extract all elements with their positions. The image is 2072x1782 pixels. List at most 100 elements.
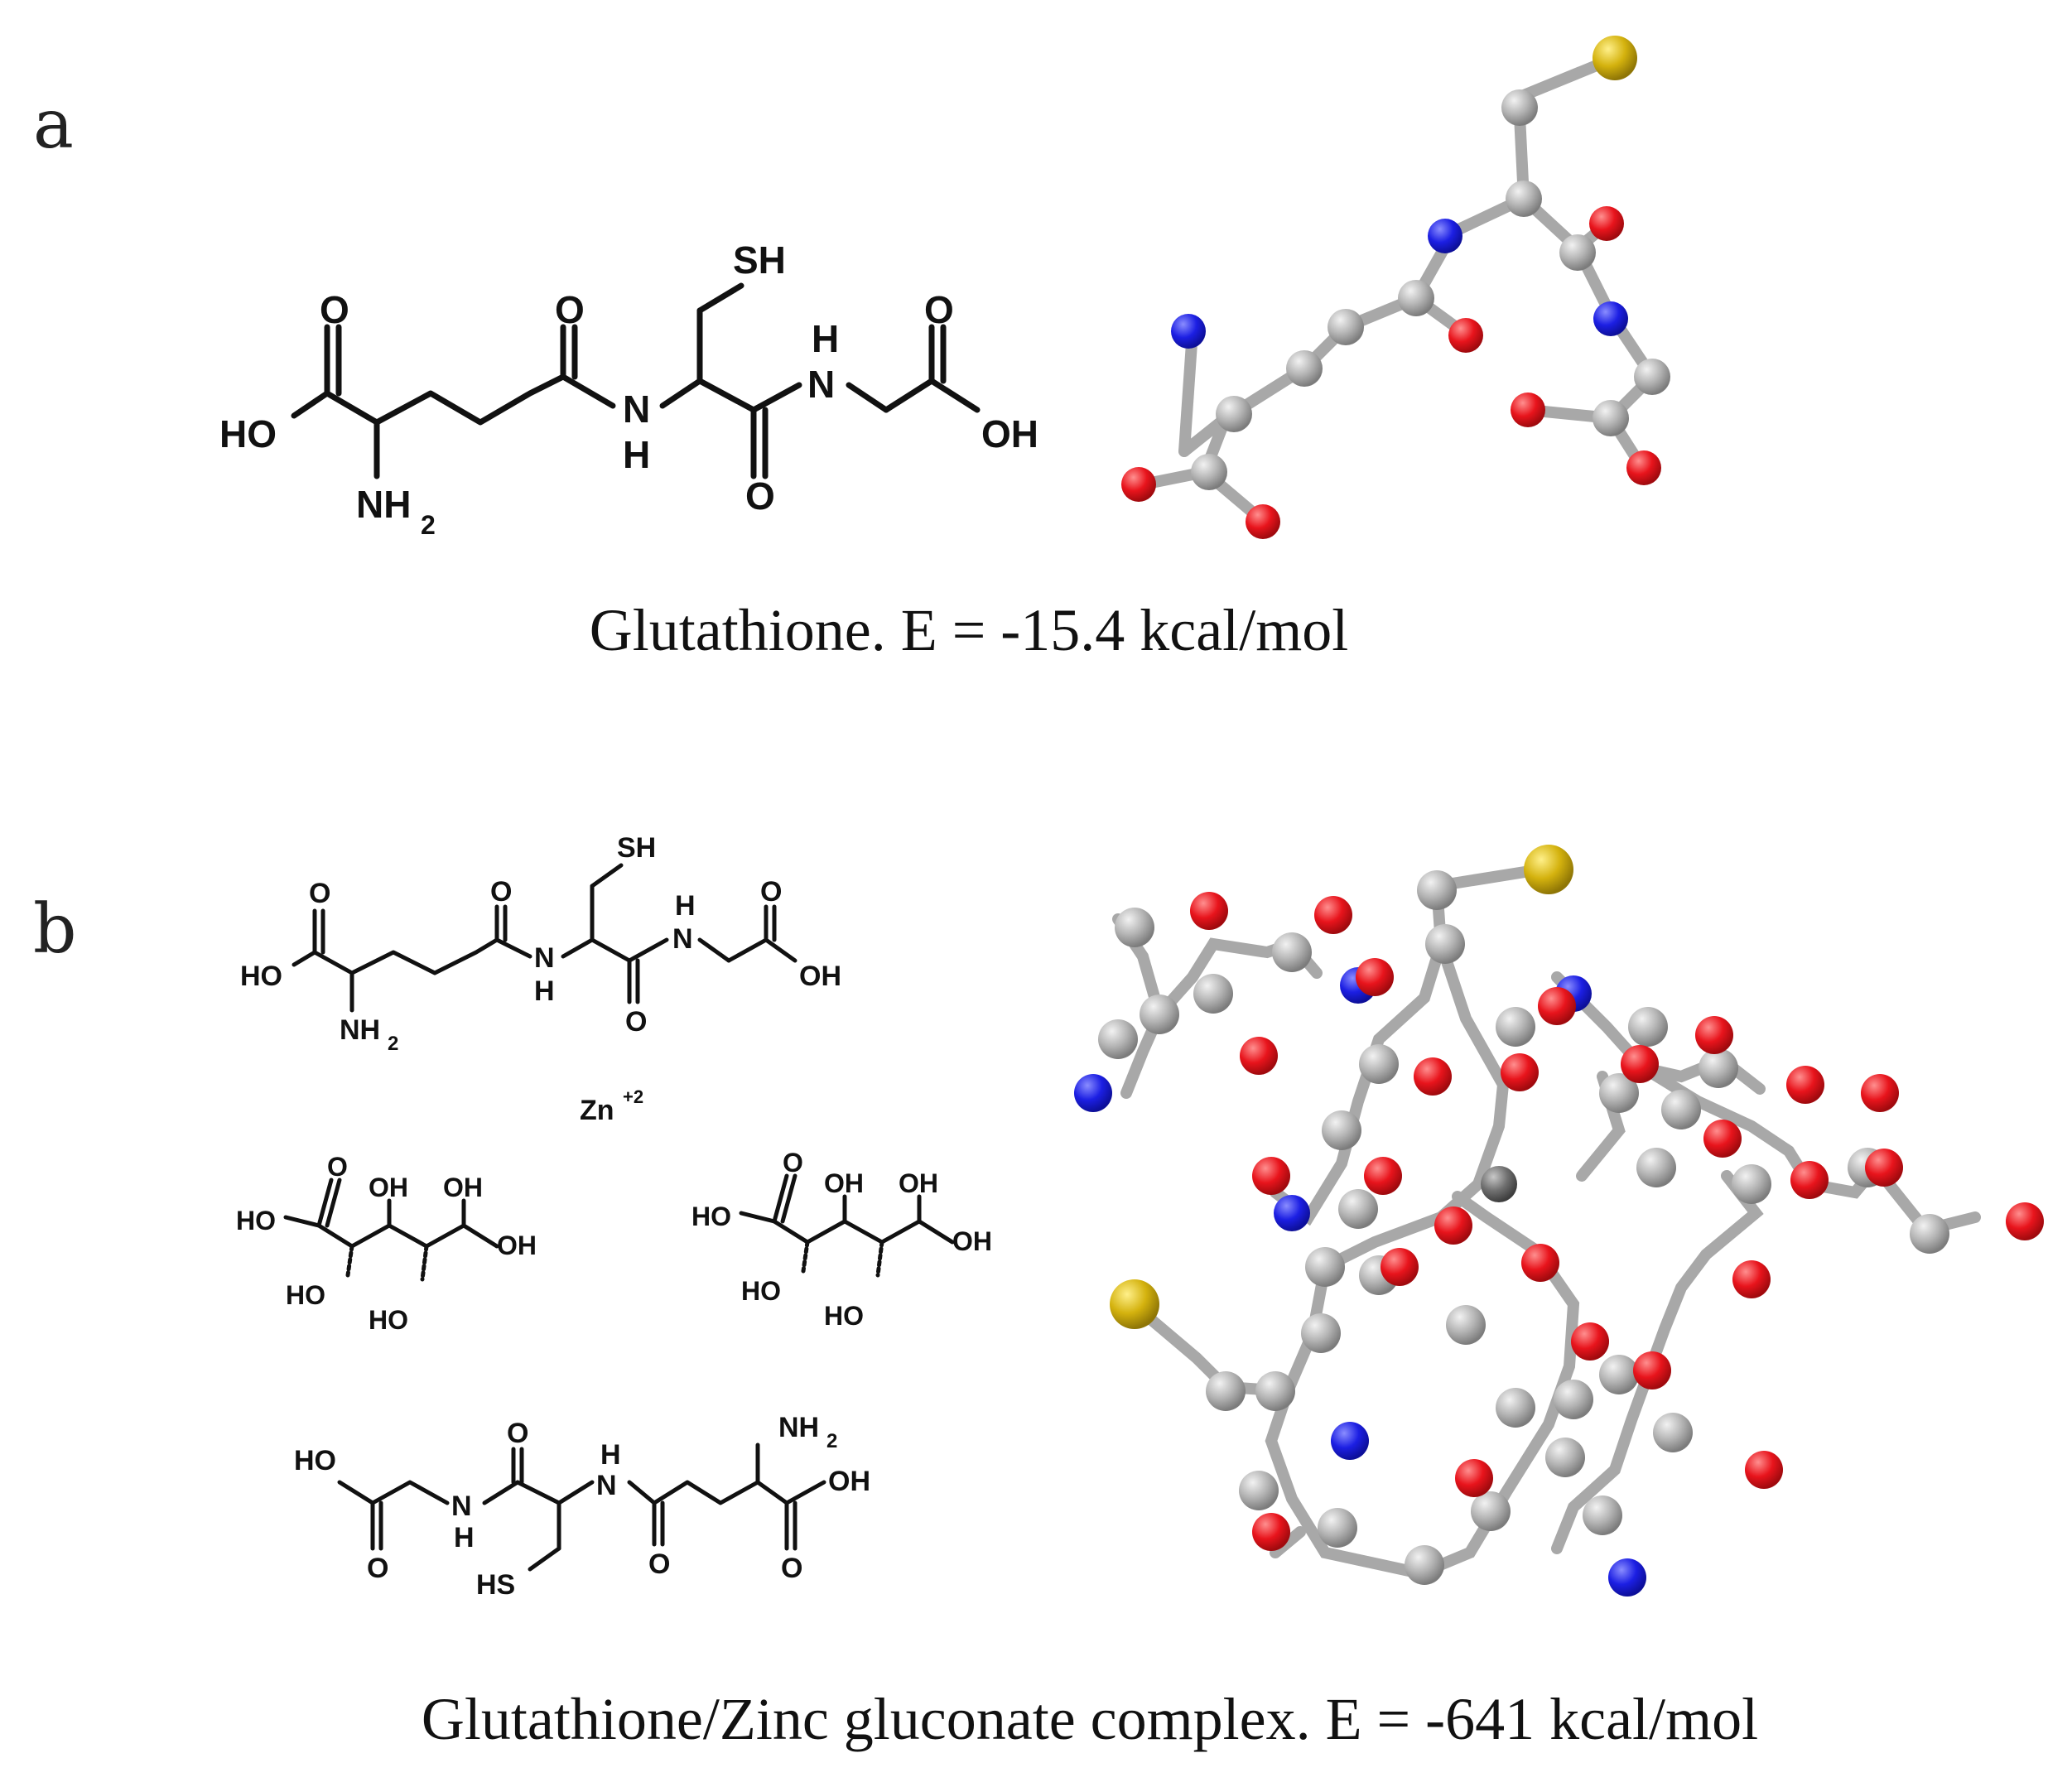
atom-sulfur (1593, 36, 1637, 80)
atom-carbon (1328, 309, 1364, 345)
skel-label-h-amide2: H (812, 317, 839, 360)
gluconate-label: OH (952, 1226, 992, 1256)
atoms-a (1121, 36, 1670, 539)
skel-label-oh: OH (981, 412, 1038, 455)
skel-b-label: O (760, 876, 782, 908)
skel-b-label: 2 (388, 1033, 398, 1055)
atom-oxygen (1790, 1161, 1829, 1199)
atom-oxygen (1589, 206, 1624, 241)
skel-b2-label: O (367, 1553, 388, 1584)
atom-carbon (1206, 1371, 1246, 1411)
gluconate-label: HO (741, 1276, 781, 1306)
atom-carbon (1318, 1508, 1357, 1548)
atom-oxygen (1745, 1451, 1783, 1489)
atom-sulfur (1110, 1279, 1159, 1329)
gluconate-label: HO (236, 1206, 276, 1235)
atom-carbon (1338, 1189, 1378, 1229)
atom-carbon (1583, 1495, 1622, 1535)
atom-oxygen (1521, 1244, 1559, 1282)
skel-b-label: O (625, 1006, 647, 1038)
atom-nitrogen (1074, 1074, 1112, 1112)
atom-carbon (1417, 870, 1457, 910)
atom-carbon (1653, 1413, 1693, 1452)
atom-nitrogen (1593, 301, 1628, 336)
atom-oxygen (1434, 1206, 1472, 1245)
atom-oxygen (1626, 450, 1661, 485)
complex-ball-and-stick (1074, 845, 2044, 1597)
gluconate-label: OH (899, 1168, 938, 1198)
skeletal-bonds (291, 282, 981, 479)
atom-carbon (1636, 1148, 1676, 1187)
atom-carbon (1471, 1491, 1511, 1531)
atom-carbon (1115, 908, 1154, 947)
skel-label-h-amide1: H (623, 433, 650, 476)
skel-label-o-amide1: O (555, 288, 585, 331)
atom-oxygen (1121, 467, 1156, 502)
skel-b2-label: H (600, 1439, 621, 1471)
atom-carbon (1216, 396, 1252, 432)
atom-carbon (1634, 359, 1670, 395)
skeletal-bonds-bottom (337, 1442, 826, 1572)
skel-b-label: SH (617, 832, 656, 864)
gluconate-label: HO (691, 1202, 731, 1231)
gluconate-bonds (739, 1173, 955, 1278)
atom-oxygen (1448, 318, 1483, 353)
atom-carbon (1496, 1388, 1535, 1428)
atom-sulfur (1524, 845, 1573, 894)
atom-oxygen (1695, 1016, 1733, 1054)
atom-oxygen (1252, 1157, 1290, 1195)
atom-carbon (1322, 1110, 1361, 1150)
atom-oxygen (1246, 504, 1280, 539)
atom-oxygen (2006, 1202, 2044, 1240)
atom-oxygen (1786, 1066, 1824, 1104)
atom-oxygen (1621, 1045, 1659, 1083)
atom-carbon (1305, 1247, 1345, 1287)
gluconate-label: OH (497, 1231, 537, 1260)
atom-carbon (1359, 1044, 1399, 1084)
atom-carbon (1506, 181, 1542, 217)
atom-carbon (1239, 1471, 1279, 1510)
panel-a-caption: Glutathione. E = -15.4 kcal/mol (590, 597, 1348, 663)
gluconate-label: O (327, 1152, 348, 1182)
gluconate-label: OH (443, 1173, 483, 1202)
panel-a: a (33, 36, 1670, 663)
glutathione-ball-and-stick (1121, 36, 1670, 539)
skel-label-n-amide2: N (807, 363, 835, 406)
atom-oxygen (1364, 1157, 1402, 1195)
atom-carbon (1545, 1438, 1585, 1477)
gluconate-label: OH (824, 1168, 864, 1198)
atom-oxygen (1190, 892, 1228, 930)
skel-b2-label: H (454, 1522, 475, 1553)
atom-carbon (1599, 1073, 1639, 1113)
skel-b-label: N (672, 923, 693, 955)
atom-nitrogen (1274, 1195, 1310, 1231)
skel-label-o-gly: O (924, 288, 954, 331)
skel-label-o-amide2: O (745, 474, 775, 518)
gluconate-label: HO (824, 1301, 864, 1331)
atom-oxygen (1240, 1037, 1278, 1075)
glutathione-skeletal-top: HO NH 2 O N H SH O O N H O OH (240, 832, 841, 1055)
panel-b-caption: Glutathione/Zinc gluconate complex. E = … (422, 1686, 1758, 1752)
atom-carbon (1191, 454, 1227, 490)
skel-b2-label: HS (476, 1569, 515, 1601)
atom-carbon (1255, 1371, 1295, 1411)
atom-zinc (1481, 1166, 1517, 1202)
skel-label-ho: HO (219, 412, 277, 455)
skel-b-label: O (490, 876, 512, 908)
atom-oxygen (1314, 896, 1352, 934)
glutathione-skeletal-bottom: HO O N H O HS N H O NH 2 OH O (294, 1412, 870, 1601)
atom-carbon (1140, 995, 1179, 1034)
panel-b: b (33, 832, 2044, 1752)
skel-b2-label: O (507, 1418, 528, 1449)
skel-b2-label: OH (828, 1466, 870, 1497)
skel-b2-label: NH (778, 1412, 819, 1443)
atom-carbon (1593, 400, 1629, 436)
skel-b-label: H (675, 890, 696, 922)
panel-b-letter: b (33, 890, 77, 969)
atom-oxygen (1356, 958, 1394, 996)
ball-bonds-b (1112, 864, 1981, 1580)
atom-carbon (1286, 350, 1323, 387)
atom-nitrogen (1171, 314, 1206, 349)
atom-nitrogen (1428, 219, 1462, 253)
